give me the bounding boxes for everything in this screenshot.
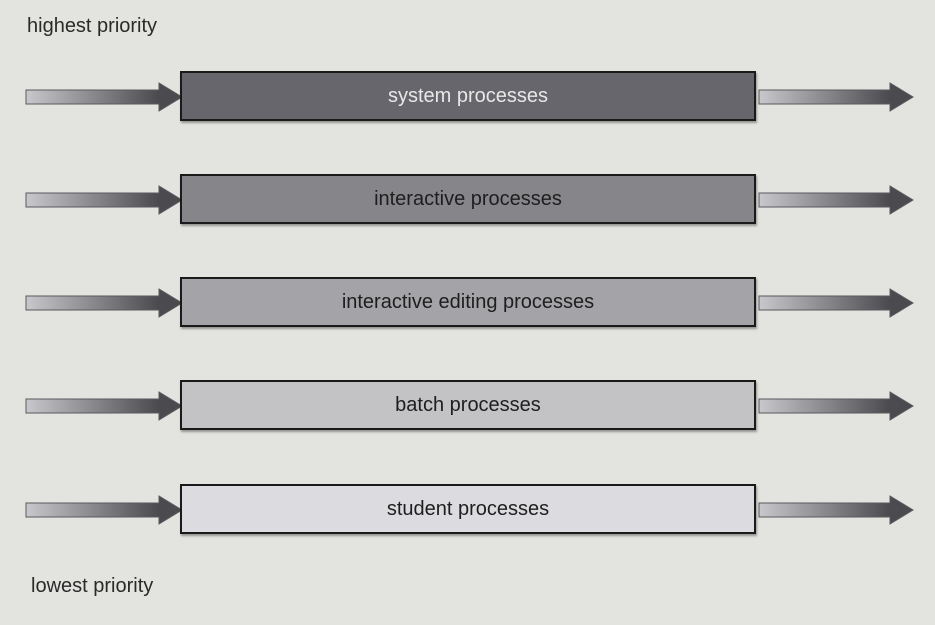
incoming-arrow-icon xyxy=(25,82,183,112)
queue-box: interactive editing processes xyxy=(180,277,756,327)
incoming-arrow-icon xyxy=(25,495,183,525)
outgoing-arrow-icon xyxy=(758,185,914,215)
queue-box: system processes xyxy=(180,71,756,121)
outgoing-arrow-icon xyxy=(758,82,914,112)
queue-box: batch processes xyxy=(180,380,756,430)
queue-box: student processes xyxy=(180,484,756,534)
outgoing-arrow-icon xyxy=(758,391,914,421)
lowest-priority-label: lowest priority xyxy=(31,575,154,597)
queue-row: batch processes xyxy=(0,378,935,434)
incoming-arrow-icon xyxy=(25,185,183,215)
incoming-arrow-icon xyxy=(25,391,183,421)
incoming-arrow-icon xyxy=(25,288,183,318)
queue-box: interactive processes xyxy=(180,174,756,224)
queue-label: interactive processes xyxy=(374,187,562,210)
outgoing-arrow-icon xyxy=(758,495,914,525)
queue-row: interactive processes xyxy=(0,172,935,228)
queue-row: student processes xyxy=(0,482,935,538)
queue-label: system processes xyxy=(387,84,549,107)
highest-priority-label: highest priority xyxy=(27,15,158,37)
queue-label: student processes xyxy=(386,497,550,520)
queue-row: system processes xyxy=(0,69,935,125)
queue-label: interactive editing processes xyxy=(341,290,595,313)
queue-row: interactive editing processes xyxy=(0,275,935,331)
outgoing-arrow-icon xyxy=(758,288,914,318)
queue-label: batch processes xyxy=(395,393,541,416)
